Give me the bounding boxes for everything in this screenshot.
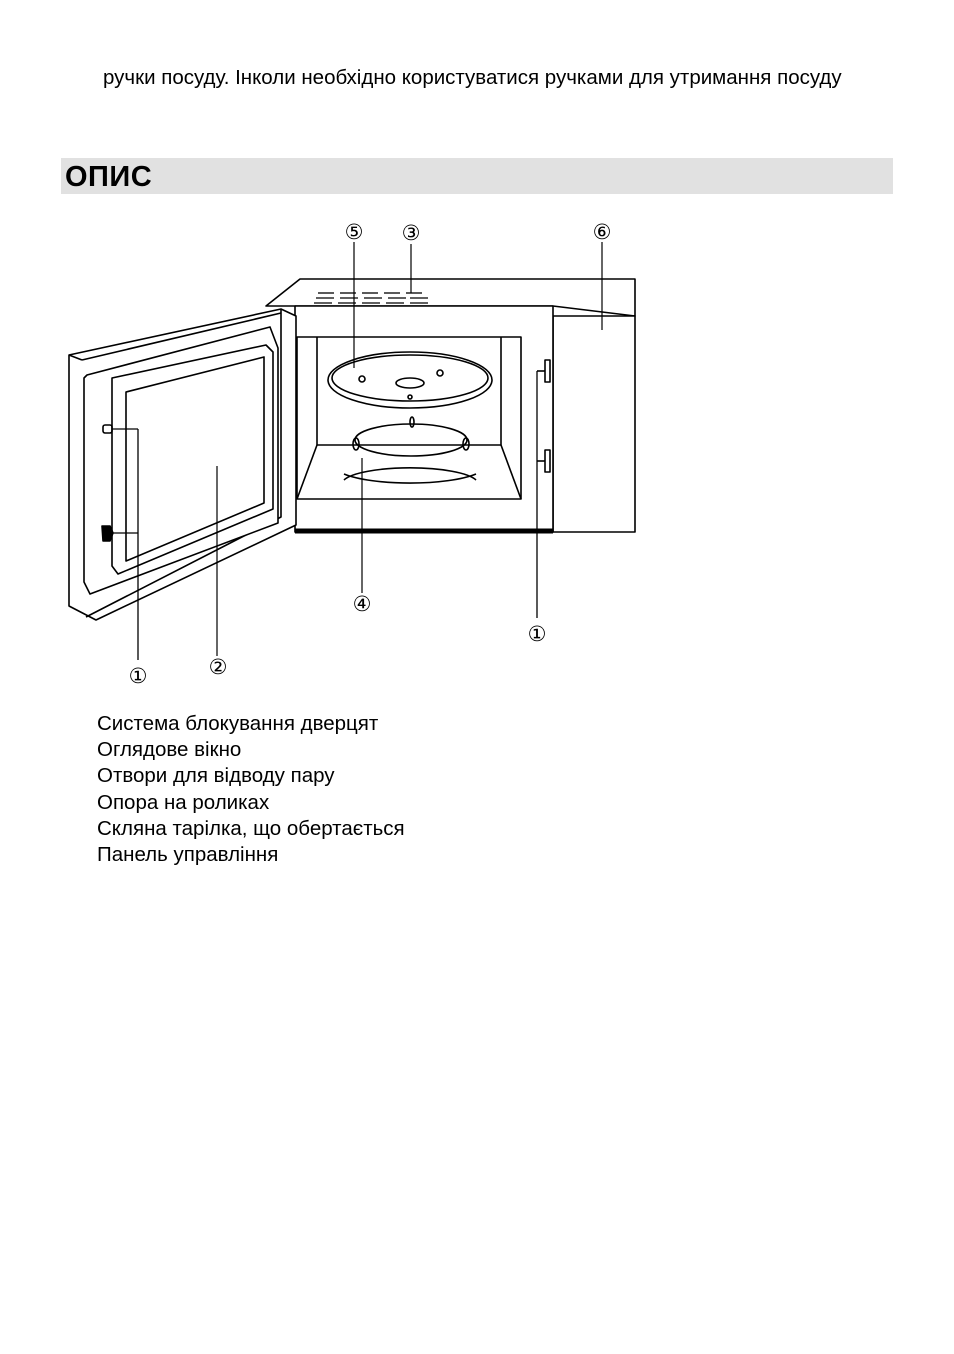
callout-vents: ③: [402, 221, 421, 245]
callout-door-lock-right: ①: [528, 622, 547, 646]
steam-vents: [314, 292, 428, 304]
parts-legend: Система блокування дверцят Оглядове вікн…: [97, 711, 405, 868]
callout-control-panel: ⑥: [593, 220, 612, 244]
control-panel: [552, 315, 636, 533]
section-title: ОПИС: [65, 161, 153, 193]
legend-item-door-lock: Система блокування дверцят: [97, 712, 379, 735]
leader-lines: [216, 242, 603, 656]
roller-support: [343, 416, 477, 484]
legend-item-vents: Отвори для відводу пару: [97, 764, 335, 788]
legend-item-roller-support: Опора на роликах: [97, 790, 270, 814]
microwave-diagram: ③ ⑤ ⑥ ④ ① ② ①: [68, 220, 636, 688]
callout-door-lock-left: ①: [129, 664, 148, 688]
turntable-plate: [327, 351, 493, 409]
legend-item-control-panel: Панель управління: [97, 843, 279, 867]
oven-cavity: [296, 336, 522, 500]
oven-front-frame: [294, 305, 554, 533]
callout-roller-support: ④: [353, 592, 372, 616]
legend-item-window: Оглядове вікно: [97, 738, 242, 762]
section-header: ОПИС: [61, 158, 893, 194]
intro-paragraph: ручки посуду. Інколи необхідно користува…: [103, 66, 842, 89]
callout-turntable: ⑤: [345, 220, 364, 244]
oven-door: [68, 308, 297, 660]
callout-window: ②: [209, 655, 228, 679]
door-lock-right: [536, 359, 551, 618]
legend-item-turntable: Скляна тарілка, що обертається: [97, 816, 405, 840]
